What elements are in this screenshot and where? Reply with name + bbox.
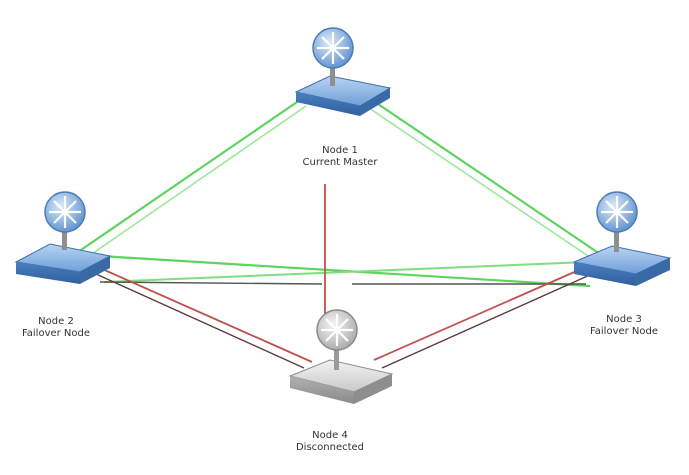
- node-1[interactable]: [294, 27, 392, 116]
- link-node2-node3: [99, 254, 591, 288]
- node-1-status: Current Master: [302, 157, 378, 168]
- node-2-title: Node 2: [38, 316, 74, 327]
- node-4-label: Node 4 Disconnected: [280, 430, 380, 454]
- link-node1-node3-b: [365, 105, 595, 261]
- link-node1-node2-b: [85, 105, 307, 259]
- link-node2-node3-b: [103, 261, 589, 283]
- router-icon: [294, 75, 392, 116]
- link-node3-node4: [373, 265, 589, 361]
- node-4[interactable]: [288, 309, 394, 404]
- router-icon: [14, 243, 112, 284]
- node-3-status: Failover Node: [589, 326, 659, 337]
- node-1-label: Node 1 Current Master: [280, 145, 400, 169]
- router-icon: [572, 245, 672, 286]
- node-3[interactable]: [572, 191, 672, 286]
- link-node1-node3: [371, 99, 601, 255]
- link-node3-node4-dark: [381, 273, 593, 369]
- network-globe-icon: [316, 309, 358, 351]
- node-3-label: Node 3 Failover Node: [572, 314, 676, 338]
- links-layer: [77, 99, 601, 369]
- node-4-status: Disconnected: [295, 442, 365, 453]
- link-node2-node4: [99, 267, 313, 363]
- node-1-title: Node 1: [322, 145, 358, 156]
- network-globe-icon: [312, 27, 354, 69]
- network-globe-icon: [596, 191, 638, 233]
- node-2-label: Node 2 Failover Node: [6, 316, 106, 340]
- network-globe-icon: [44, 191, 86, 233]
- router-icon: [288, 359, 394, 404]
- node-2-status: Failover Node: [21, 328, 91, 339]
- link-node2-node3-dark: [99, 281, 323, 285]
- node-3-title: Node 3: [606, 314, 642, 325]
- node-2[interactable]: [14, 191, 112, 284]
- link-node2-node4-dark: [95, 273, 305, 369]
- node-4-title: Node 4: [312, 430, 348, 441]
- link-node1-node2: [77, 99, 301, 253]
